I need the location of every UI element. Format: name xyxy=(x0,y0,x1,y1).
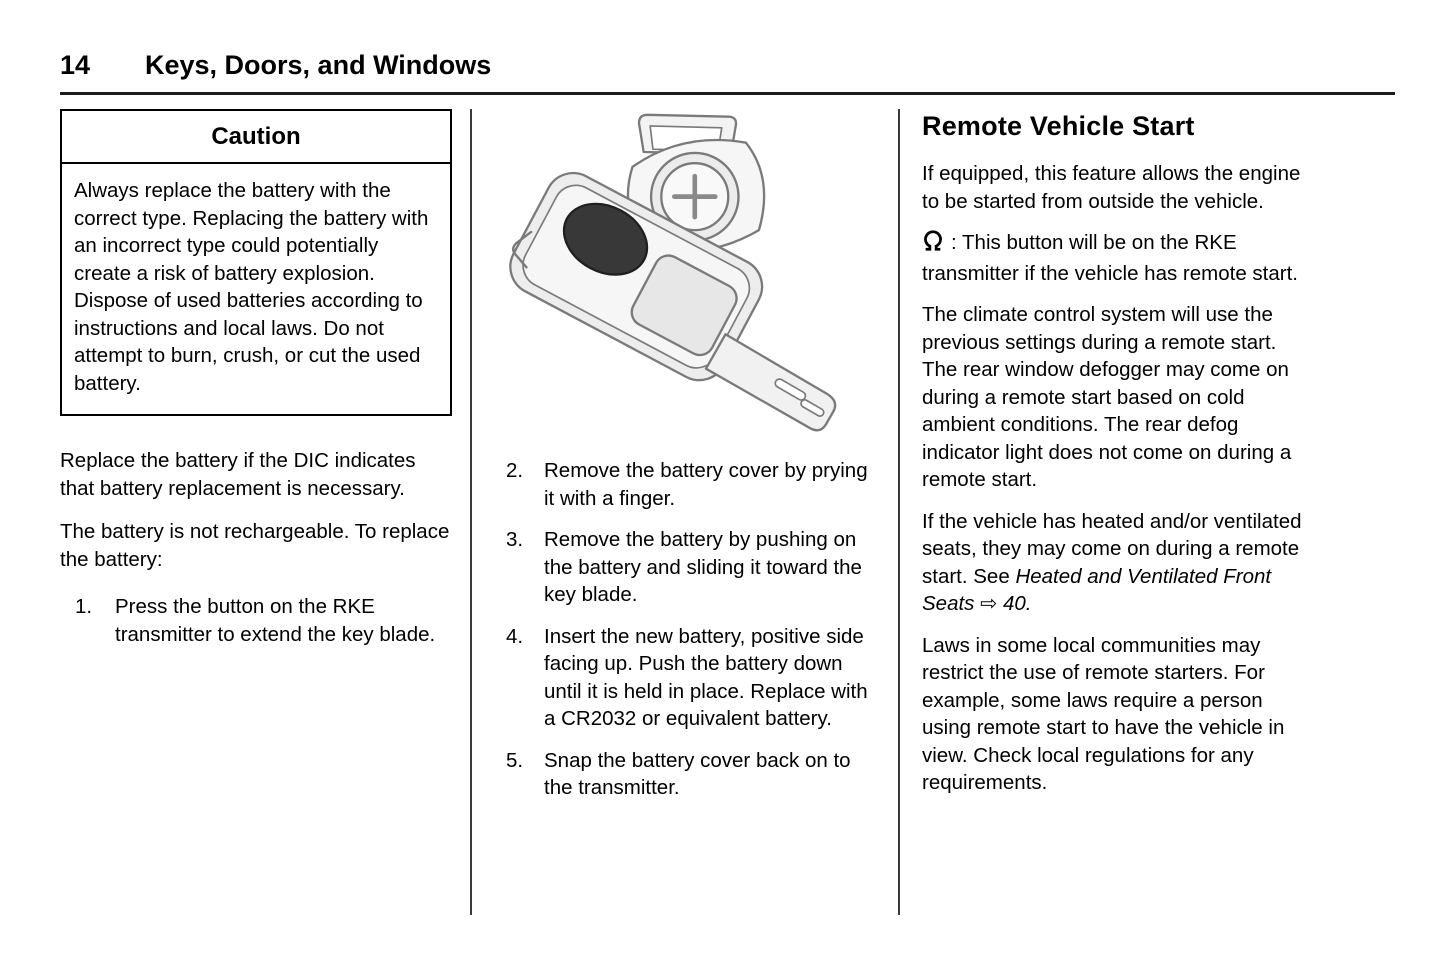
page-header: 14 Keys, Doors, and Windows xyxy=(60,50,1395,81)
step-number: 5. xyxy=(506,748,524,772)
key-fob-drawing xyxy=(509,113,837,432)
step-text: Remove the battery by pushing on the bat… xyxy=(544,528,862,606)
step-text: Press the button on the RKE transmitter … xyxy=(115,595,436,646)
list-item: 2. Remove the battery cover by prying it… xyxy=(506,457,882,512)
paragraph-battery-dic: Replace the battery if the DIC indicates… xyxy=(60,449,416,500)
paragraph-not-rechargeable: The battery is not rechargeable. To repl… xyxy=(60,520,450,571)
see-reference-page: 40. xyxy=(1003,592,1032,615)
caution-title: Caution xyxy=(62,111,450,164)
remote-start-button-text: : This button will be on the RKE transmi… xyxy=(922,231,1298,285)
see-reference-title: Heated and Ventilated Front Seats xyxy=(922,564,1272,616)
see-prefix: If the vehicle has heated and/or ventila… xyxy=(922,509,1302,588)
right-column: Remote Vehicle Start If equipped, this f… xyxy=(922,109,1314,811)
column-divider xyxy=(470,109,472,915)
paragraph-remote-start-button: : This button will be on the RKE transmi… xyxy=(922,229,1314,287)
step-number: 2. xyxy=(506,459,524,482)
step-number: 1. xyxy=(75,595,93,618)
list-item: 3. Remove the battery by pushing on the … xyxy=(506,526,882,609)
content-columns: Caution Always replace the battery with … xyxy=(60,109,1395,915)
paragraph-local-laws: Laws in some local communities may restr… xyxy=(922,633,1285,795)
step-text: Insert the new battery, positive side fa… xyxy=(544,624,868,731)
middle-column: 2. Remove the battery cover by prying it… xyxy=(506,109,882,816)
chapter-title: Keys, Doors, and Windows xyxy=(145,50,492,80)
step-number: 3. xyxy=(506,528,524,551)
list-item: 1. Press the button on the RKE transmitt… xyxy=(75,593,452,648)
key-fob-illustration xyxy=(506,111,882,437)
caution-box: Caution Always replace the battery with … xyxy=(60,109,452,416)
column-divider xyxy=(898,109,900,915)
step-text: Snap the battery cover back on to the tr… xyxy=(544,748,851,800)
step-text: Remove the battery cover by prying it wi… xyxy=(544,459,868,510)
steps-list: 1. Press the button on the RKE transmitt… xyxy=(60,593,452,648)
list-item: 5. Snap the battery cover back on to the… xyxy=(506,747,882,802)
paragraph-climate-control: The climate control system will use the … xyxy=(922,303,1292,491)
remote-start-icon xyxy=(922,230,944,260)
manual-page: 14 Keys, Doors, and Windows Caution Alwa… xyxy=(60,50,1395,915)
left-column: Caution Always replace the battery with … xyxy=(60,109,452,662)
step-number: 4. xyxy=(506,624,524,648)
caution-body: Always replace the battery with the corr… xyxy=(74,179,429,395)
steps-list: 2. Remove the battery cover by prying it… xyxy=(506,457,882,802)
paragraph-heated-seats: If the vehicle has heated and/or ventila… xyxy=(922,508,1314,618)
header-rule xyxy=(60,92,1395,95)
section-heading: Remote Vehicle Start xyxy=(922,111,1195,141)
page-reference-arrow-icon: ⇨ xyxy=(974,592,1003,615)
page-number: 14 xyxy=(60,50,91,80)
paragraph-if-equipped: If equipped, this feature allows the eng… xyxy=(922,162,1301,213)
list-item: 4. Insert the new battery, positive side… xyxy=(506,623,882,733)
